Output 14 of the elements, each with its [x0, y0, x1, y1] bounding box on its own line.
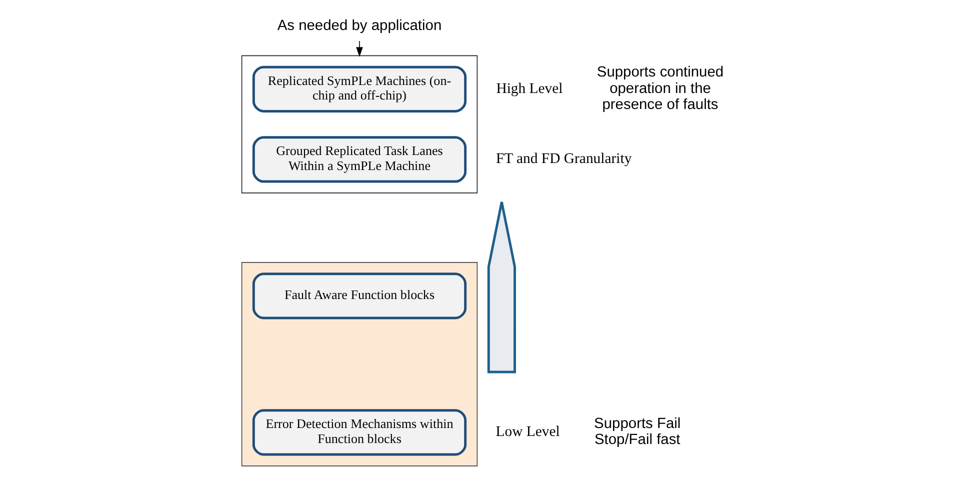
node-box: Grouped Replicated Task Lanes Within a SymPLe Machine — [252, 136, 466, 183]
label: FT and FD Granularity — [495, 151, 632, 168]
node-box: Fault Aware Function blocks — [252, 272, 466, 320]
arrow — [356, 40, 362, 57]
label: High Level — [496, 80, 562, 97]
label: Low Level — [495, 424, 560, 440]
label: Supports Fail Stop/Fail fast — [594, 416, 680, 448]
node-box: Replicated SymPLe Machines (on-chip and off-chip) — [252, 66, 466, 112]
node-text: As needed by application — [276, 18, 442, 34]
node-box: Error Detection Mechanisms within Function blocks — [252, 409, 466, 456]
label: Supports continued operation in the presence of faults — [596, 64, 724, 114]
cluster — [240, 262, 478, 466]
cluster — [240, 55, 478, 194]
node-arrow — [486, 200, 516, 374]
